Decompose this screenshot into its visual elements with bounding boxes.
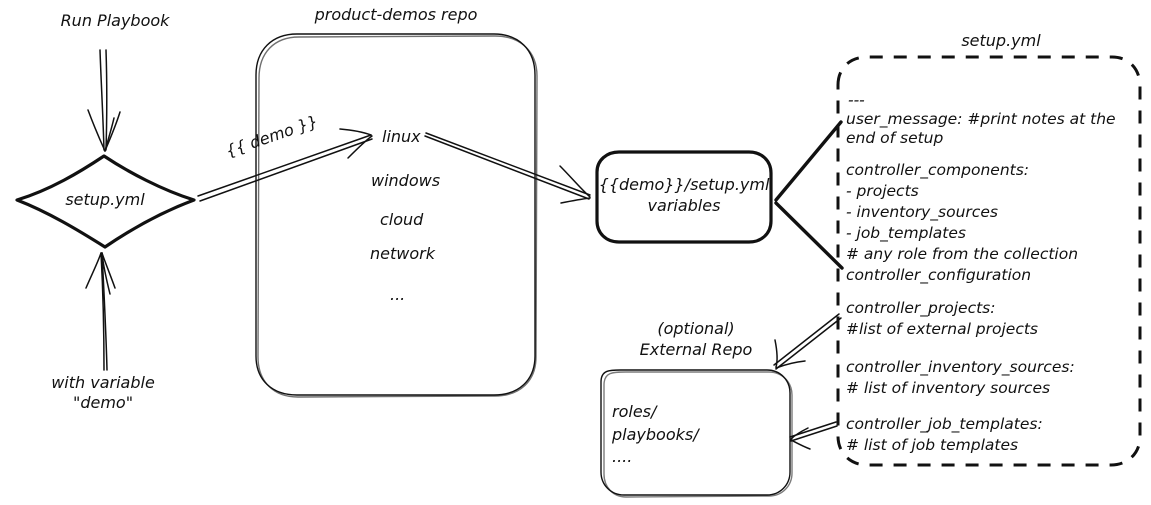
panel-line-components-0: controller_components: — [846, 161, 1029, 180]
node-variables-line1: {{demo}}/setup.yml — [599, 175, 770, 194]
arrow-job-templates-to-external-repo — [789, 421, 838, 450]
repo-item-network: network — [370, 244, 436, 263]
arrow-linux-to-variables — [424, 132, 591, 204]
external-repo-line-roles: roles/ — [612, 402, 658, 421]
repo-item-ellipsis: ... — [390, 285, 405, 304]
external-repo-line-ellipsis: .... — [612, 447, 632, 466]
node-product-demos-repo[interactable] — [255, 33, 538, 398]
label-with-variable-line2: "demo" — [73, 393, 133, 412]
label-with-variable-line1: with variable — [51, 373, 155, 392]
panel-line-jobtemplates-1: # list of job templates — [846, 436, 1018, 454]
repo-item-windows: windows — [371, 171, 440, 190]
external-repo-line-playbooks: playbooks/ — [611, 425, 700, 444]
node-setup-yml-diamond[interactable] — [15, 154, 196, 249]
label-demo-edge: {{ demo }} — [223, 111, 320, 160]
label-repo-title: product-demos repo — [314, 5, 478, 24]
panel-line-header-0: --- — [848, 91, 865, 109]
arrow-run-playbook — [87, 49, 121, 152]
panel-line-components-1: - projects — [846, 182, 919, 200]
panel-line-jobtemplates-0: controller_job_templates: — [846, 415, 1043, 434]
repo-item-linux: linux — [382, 127, 421, 146]
panel-line-components-2: - inventory_sources — [846, 203, 998, 222]
label-setup-panel-title: setup.yml — [961, 31, 1041, 50]
label-external-repo-line2: External Repo — [640, 340, 753, 359]
panel-setup-yml[interactable] — [836, 55, 1142, 467]
panel-line-projects-1: #list of external projects — [846, 320, 1038, 338]
connector-variables-to-panel-top — [774, 120, 843, 202]
arrow-with-variable — [85, 252, 116, 371]
arrow-projects-to-external-repo — [773, 313, 842, 370]
label-external-repo-line1: (optional) — [657, 319, 734, 338]
panel-line-components-5: controller_configuration — [846, 266, 1031, 285]
panel-line-inventory-0: controller_inventory_sources: — [846, 358, 1075, 377]
panel-line-inventory-1: # list of inventory sources — [846, 379, 1050, 397]
panel-line-header-2: end of setup — [846, 129, 944, 147]
arrow-demo-to-linux — [197, 128, 373, 202]
node-external-repo[interactable] — [600, 369, 793, 498]
node-demo-setup-variables[interactable] — [595, 150, 773, 244]
node-variables-line2: variables — [648, 196, 721, 215]
node-setup-yml-diamond-label: setup.yml — [65, 190, 145, 209]
panel-line-header-1: user_message: #print notes at the — [846, 110, 1116, 129]
panel-line-components-3: - job_templates — [846, 224, 966, 243]
connector-variables-to-panel-components — [774, 201, 844, 270]
panel-line-components-4: # any role from the collection — [846, 245, 1078, 263]
panel-line-projects-0: controller_projects: — [846, 299, 995, 318]
repo-item-cloud: cloud — [380, 210, 424, 229]
label-run-playbook: Run Playbook — [61, 11, 171, 30]
